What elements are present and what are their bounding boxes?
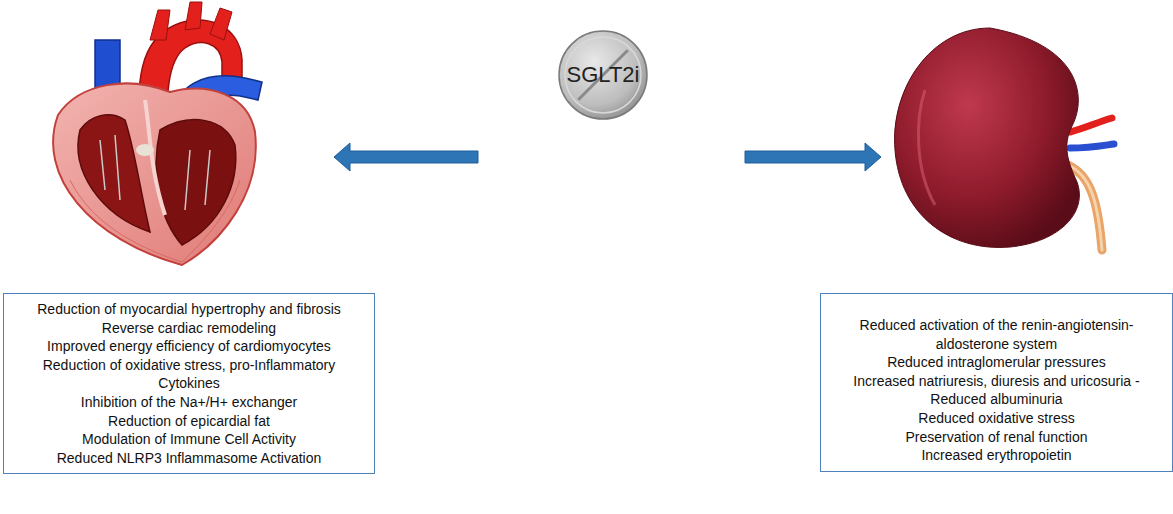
effect-text: Modulation of Immune Cell Activity — [20, 430, 358, 449]
effects-box: Reduced activation of the renin-angioten… — [820, 293, 1173, 472]
pill-outline — [559, 31, 647, 119]
heart-illustration — [53, 2, 262, 265]
effect-text: Reduced activation of the renin-angioten… — [829, 316, 1164, 353]
effect-text: Increased erythropoietin — [829, 446, 1164, 465]
effect-text: Reduction of oxidative stress, pro-Infla… — [20, 356, 358, 393]
effect-text: Improved energy efficiency of cardiomyoc… — [20, 337, 358, 356]
effect-text: Inhibition of the Na+/H+ exchanger — [20, 393, 358, 412]
effects-box: Reduction of myocardial hypertrophy and … — [3, 293, 375, 474]
effect-text: Reverse cardiac remodeling — [20, 319, 358, 338]
effect-text: Reduction of myocardial hypertrophy and … — [20, 300, 358, 319]
block-arrow — [745, 143, 881, 171]
kidney-illustration — [895, 28, 1114, 250]
effect-text: Reduced albuminuria — [829, 390, 1164, 409]
drug-label: SGLT2i — [567, 62, 640, 88]
effect-text: Preservation of renal function — [829, 428, 1164, 447]
block-arrow — [334, 143, 478, 171]
effect-text: Reduced intraglomerular pressures — [829, 353, 1164, 372]
effect-text: Reduced oxidative stress — [829, 409, 1164, 428]
effect-text: Increased natriuresis, diuresis and uric… — [829, 372, 1164, 391]
effect-text: Reduction of epicardial fat — [20, 412, 358, 431]
pill-node: SGLT2i — [558, 30, 648, 120]
pill-rim — [565, 37, 641, 113]
effect-text: Reduced NLRP3 Inflammasome Activation — [20, 449, 358, 468]
